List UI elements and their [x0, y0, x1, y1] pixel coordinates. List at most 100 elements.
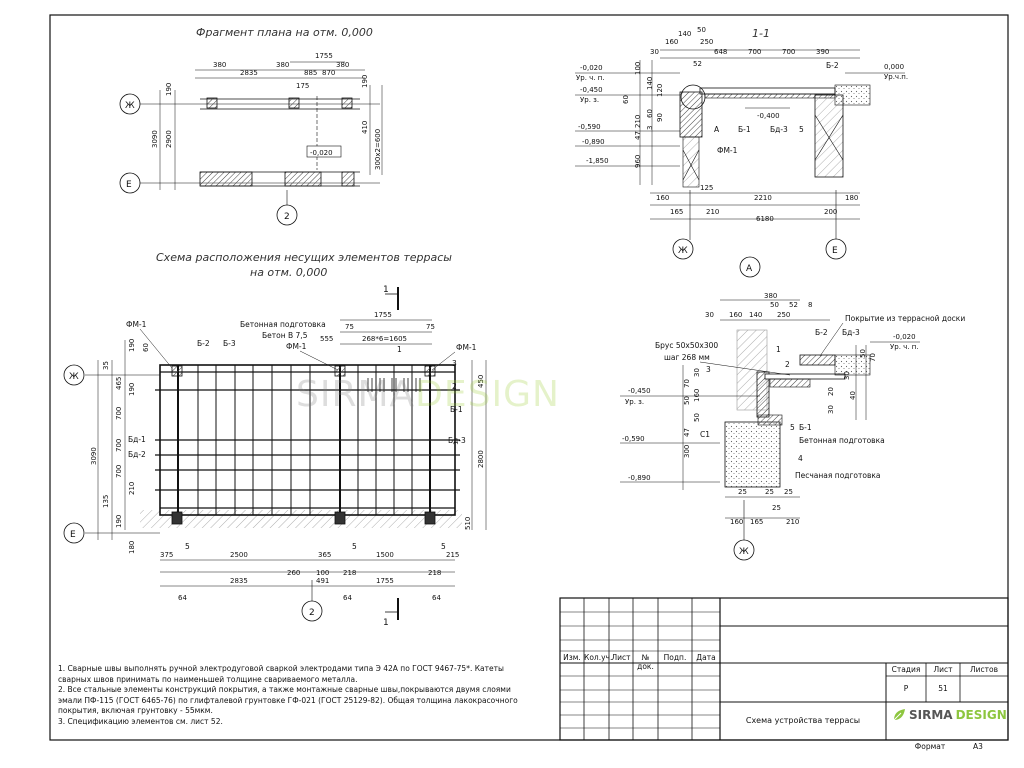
detail-dim-top-3: 140 — [749, 311, 762, 319]
section-label-2: Б-1 — [738, 125, 751, 134]
detail-lv2: -0,450 — [628, 387, 651, 395]
scheme-title-2: на отм. 0,000 — [250, 266, 327, 279]
detail-n2: 2 — [785, 360, 790, 369]
plan-dim-left-2: 2900 — [165, 130, 173, 148]
tb-header-ndoc: № док. — [637, 653, 654, 671]
section-dim-bottom-4: 165 — [670, 208, 683, 216]
scheme-dim-top-1: 75 — [345, 323, 354, 331]
scheme-dim-left-0: 35 — [102, 361, 110, 370]
scheme-dim-left-9: 210 — [128, 482, 136, 495]
scheme-fm1-right: ФМ-1 — [456, 343, 477, 352]
section-level-2: -0,450 — [580, 86, 603, 94]
section-dim-left-7: 47 — [634, 131, 642, 140]
scheme-dim-left-11: 190 — [115, 515, 123, 528]
scheme-concrete: Бетонная подготовка — [240, 320, 326, 329]
plan-dim-right-2: 300х2=600 — [374, 129, 382, 170]
section-dim-bottom-0: 125 — [700, 184, 713, 192]
scheme-dim-bottom-11: 218 — [428, 569, 441, 577]
scheme-dim-right-0: 450 — [477, 375, 485, 388]
scheme-dim-right-2: 510 — [464, 517, 472, 530]
section-dim-bottom-6: 200 — [824, 208, 837, 216]
scheme-dim-bottom-14: 64 — [432, 594, 441, 602]
detail-n5: 5 — [790, 423, 795, 432]
detail-dim-bottom-5: 210 — [786, 518, 799, 526]
section-dim-top-8: 390 — [816, 48, 829, 56]
scheme-dim-bottom-4: 100 — [316, 569, 329, 577]
tb-stage-value: Р — [903, 684, 909, 693]
section-level-3: Ур. з. — [580, 96, 599, 104]
note-3: 3. Спецификацию элементов см. лист 52. — [58, 716, 223, 726]
plan-dim-top-5: 870 — [322, 69, 335, 77]
plan-title: Фрагмент плана на отм. 0,000 — [196, 26, 373, 39]
scheme-dim-bottom-1: 2500 — [230, 551, 248, 559]
tb-header-kolvo: Кол.уч. — [584, 653, 613, 662]
scheme-dim-left-8: 700 — [115, 465, 123, 478]
scheme-dim-left-12: 180 — [128, 541, 136, 554]
section-label-5: ФМ-1 — [717, 146, 738, 155]
scheme-dim-left-2: 60 — [142, 343, 150, 352]
detail-dim-bottom-1: 25 — [765, 488, 774, 496]
tb-header-podp: Подп. — [663, 653, 687, 662]
detail-dim-side-4: 50 — [859, 349, 867, 358]
section-level-9: -0,400 — [757, 112, 780, 120]
scheme-concrete-b: Бетон В 7,5 — [262, 331, 308, 340]
detail-dim-top-7: 250 — [777, 311, 790, 319]
scheme-axis-zh: Ж — [69, 372, 79, 382]
plan-axis-2: 2 — [284, 212, 290, 222]
detail-dim-side-11: 300 — [683, 445, 691, 458]
detail-dim-top-5: 52 — [789, 301, 798, 309]
detail-dim-side-2: 50 — [683, 396, 691, 405]
tb-sheet-header: Лист — [933, 665, 953, 674]
section-dim-left-3: 120 — [656, 84, 664, 97]
section-level-1: Ур. ч. п. — [576, 74, 605, 82]
section-dim-top-5: 648 — [714, 48, 727, 56]
tb-format-value: А3 — [973, 742, 983, 751]
scheme-axis-2: 2 — [309, 608, 315, 618]
scheme-n3: 3 — [452, 359, 457, 368]
scheme-n2: 2 — [452, 382, 457, 391]
scheme-cut-1-top: 1 — [383, 285, 389, 295]
leaf-logo-icon — [893, 709, 905, 721]
section-level-8: Ур.ч.п. — [884, 73, 908, 81]
section-dim-left-1: 60 — [622, 95, 630, 104]
detail-sand: Песчаная подготовка — [795, 471, 881, 480]
detail-axis-zh: Ж — [739, 547, 749, 557]
detail-dim-bottom-0: 25 — [738, 488, 747, 496]
tb-format-label: Формат — [914, 742, 946, 751]
scheme-dim-top-4: 75 — [426, 323, 435, 331]
section-dim-top-9: 52 — [693, 60, 702, 68]
plan-dim-top-1: 2835 — [240, 69, 258, 77]
detail-n1: 1 — [776, 345, 781, 354]
scheme-dim-top-2: 555 — [320, 335, 333, 343]
detail-dim-top-2: 160 — [729, 311, 742, 319]
tb-header-data: Дата — [696, 653, 716, 662]
section-dim-bottom-2: 2210 — [754, 194, 772, 202]
scheme-n5c: 5 — [441, 542, 446, 551]
detail-b2: Б-2 — [815, 328, 828, 337]
plan-dim-left-1: 3090 — [151, 130, 159, 148]
scheme-dim-bottom-7: 2835 — [230, 577, 248, 585]
section-dim-top-3: 250 — [700, 38, 713, 46]
section-level-7: 0,000 — [884, 63, 904, 71]
detail-c1: С1 — [700, 430, 710, 439]
detail-dim-top-6: 8 — [808, 301, 812, 309]
scheme-b1: Б-1 — [450, 405, 463, 414]
detail-dim-bottom-4: 25 — [772, 504, 781, 512]
section-title: 1-1 — [752, 27, 770, 40]
section-1-1: 1-1 Ж Е А 140 50 160 250 30 648 700 700 — [575, 26, 908, 278]
scheme-dim-bottom-5: 1500 — [376, 551, 394, 559]
detail-dim-side-5: 70 — [869, 353, 877, 362]
tb-header-list: Лист — [611, 653, 631, 662]
plan-dim-right-0: 190 — [361, 75, 369, 88]
detail-dim-bottom-2: 160 — [730, 518, 743, 526]
scheme-dim-bottom-9: 218 — [343, 569, 356, 577]
section-axis-e: Е — [832, 246, 838, 256]
scheme-dim-left-6: 3090 — [90, 447, 98, 465]
scheme-dim-bottom-6: 215 — [446, 551, 459, 559]
scheme-fm1-mid: ФМ-1 — [286, 342, 307, 351]
plan-axis-zh: Ж — [125, 101, 135, 111]
section-label-3: Бд-3 — [770, 125, 788, 134]
scheme-title-1: Схема расположения несущих элементов тер… — [156, 251, 452, 264]
section-level-5: -0,890 — [582, 138, 605, 146]
title-block — [559, 597, 1009, 741]
